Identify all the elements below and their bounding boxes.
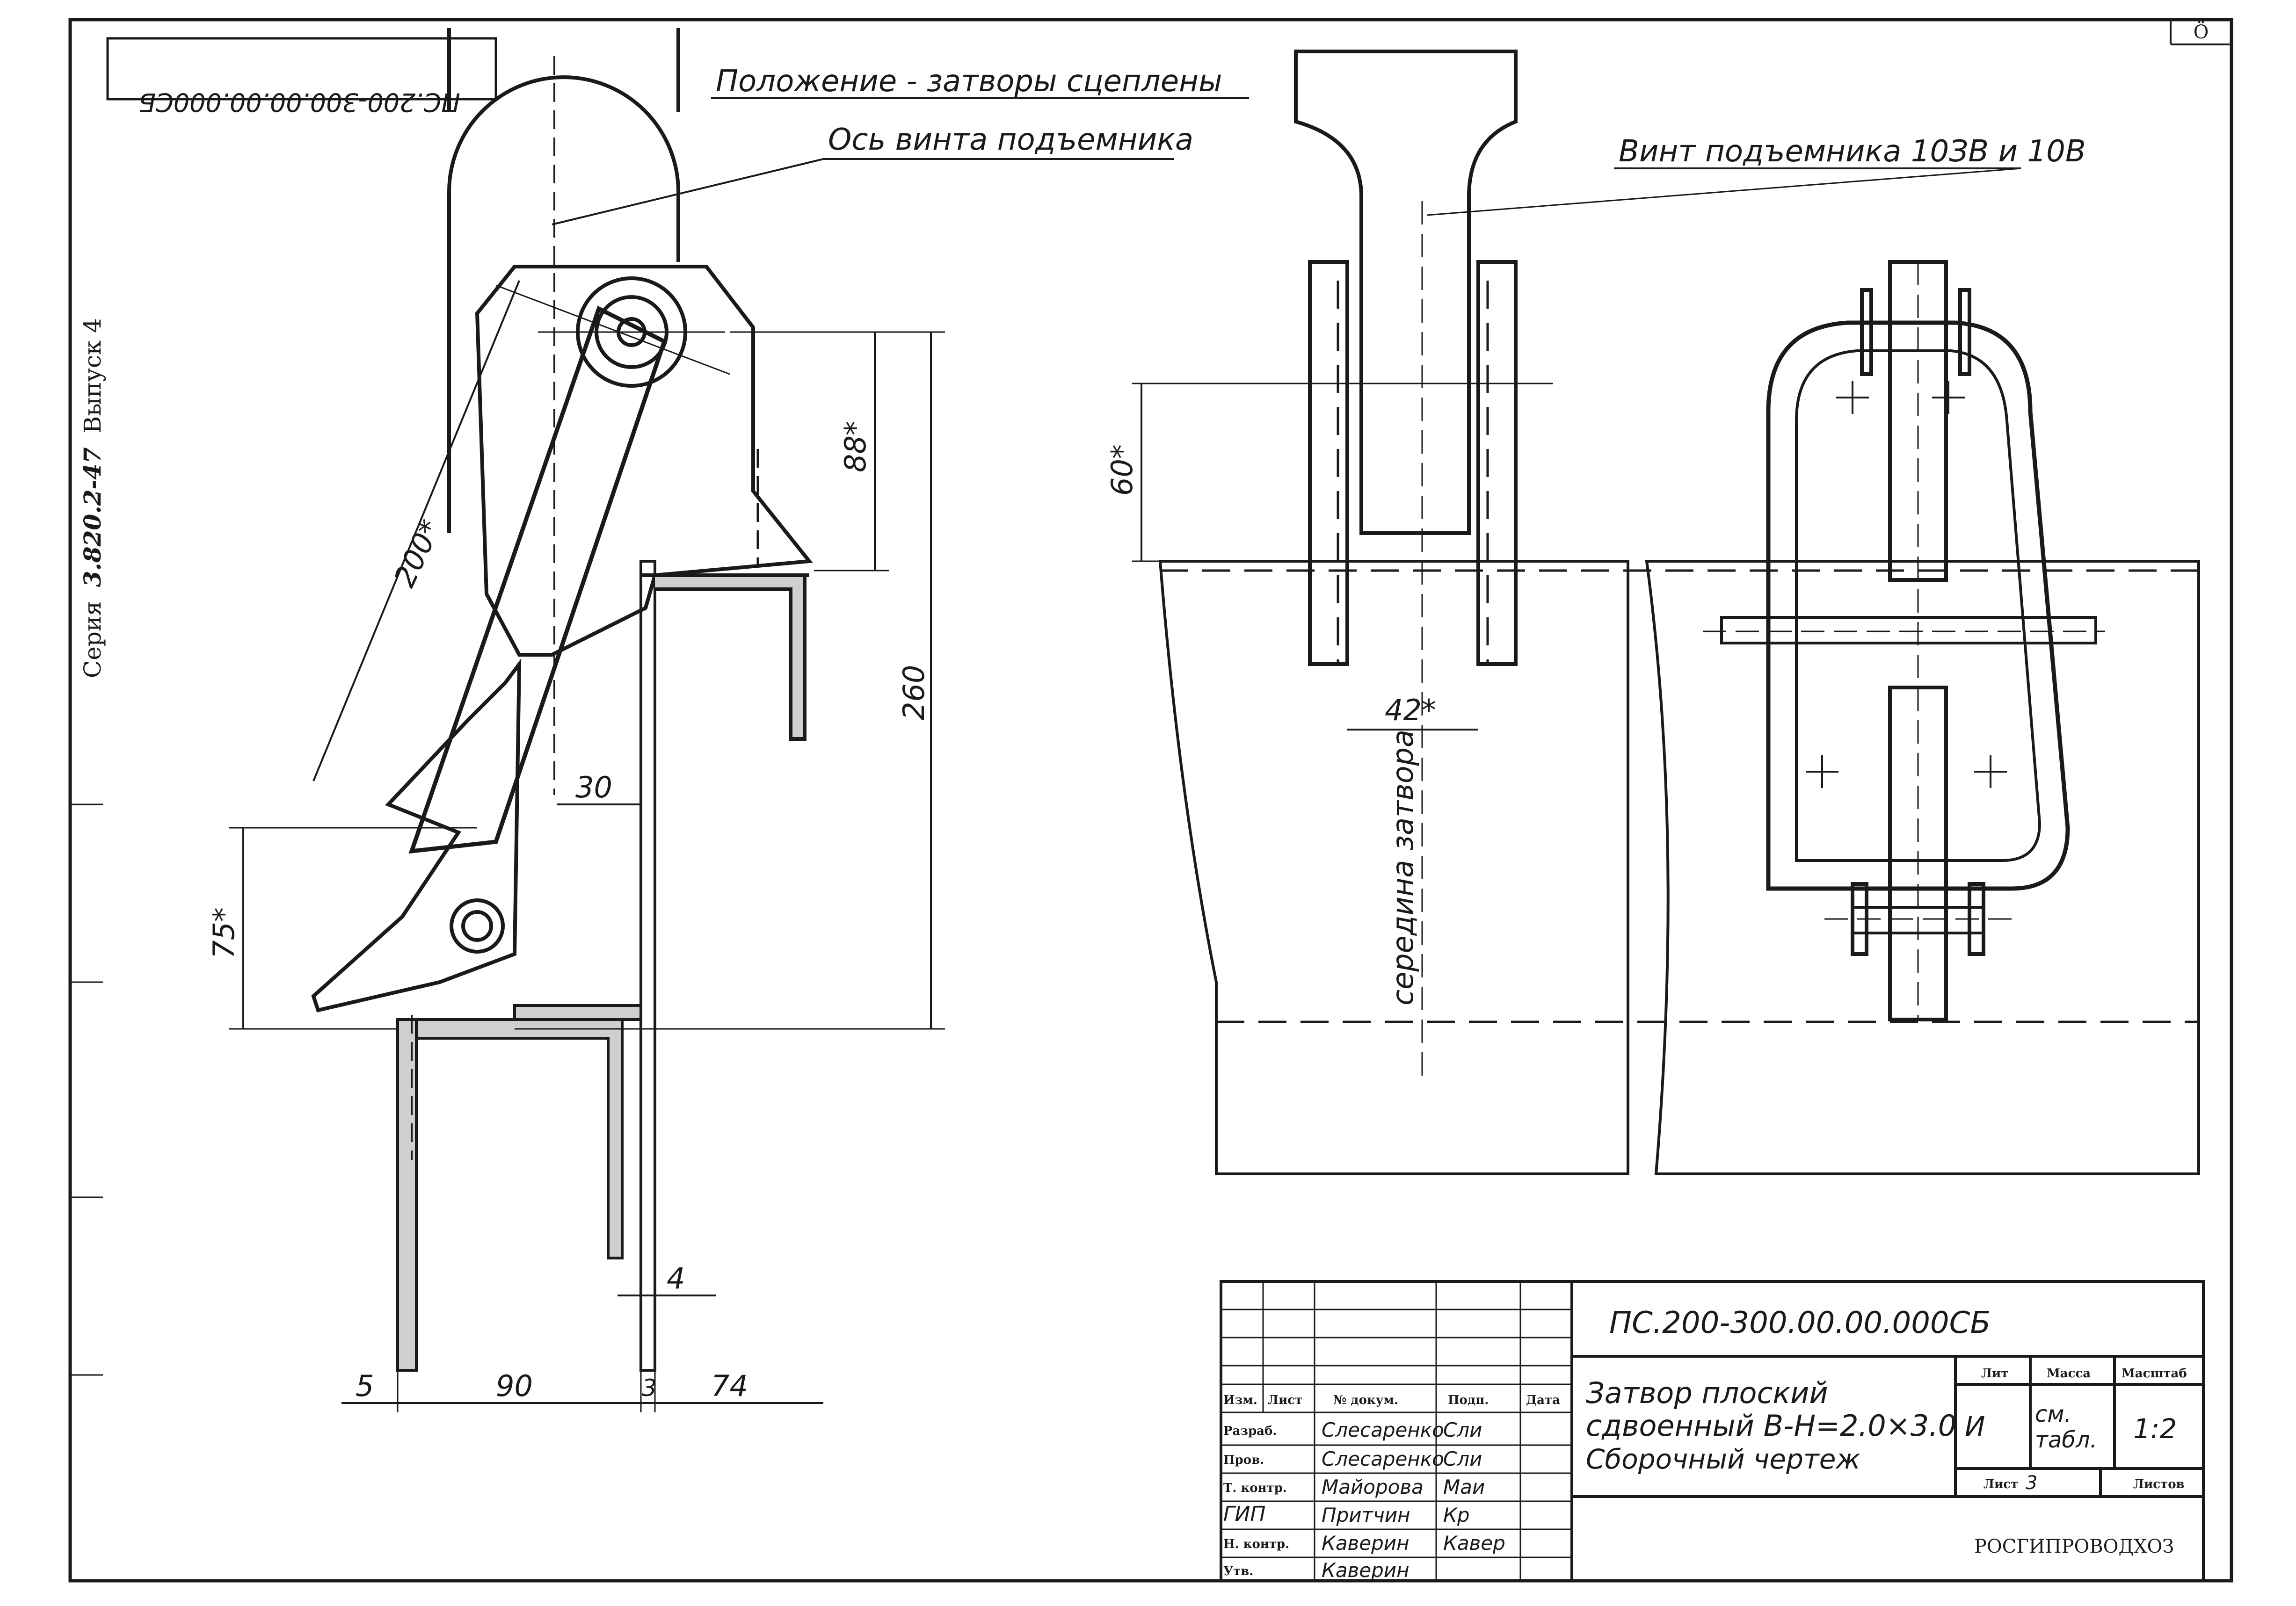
- tb-name-5: Каверин: [1322, 1559, 1410, 1582]
- left-dimensions: [229, 280, 945, 1412]
- tb-sign-1: Сли: [1443, 1447, 1482, 1470]
- series-note: Серия 3.820.2-47 Выпуск 4: [79, 318, 106, 678]
- left-view: [311, 28, 813, 1372]
- dim-42: 42*: [1385, 693, 1436, 727]
- stirrup-marks: [1806, 381, 2007, 788]
- label-axis: Ось винта подъемника: [828, 123, 1193, 157]
- tb-lit-header: Лит: [1981, 1367, 2008, 1381]
- label-screw: Винт подъемника 10ЗВ и 10В: [1619, 134, 2086, 169]
- tb-col-doc: № докум.: [1333, 1393, 1398, 1407]
- tb-name-0: Слесаренко: [1322, 1418, 1444, 1441]
- tb-sheet-label: Лист: [1984, 1477, 2018, 1491]
- left-dimension-labels: 200* 88* 260 30 75* 4 5 90 3 74: [207, 421, 931, 1403]
- tb-sign-4: Кавер: [1443, 1532, 1505, 1555]
- tb-code: ПС.200-300.00.00.000СБ: [1609, 1306, 1991, 1340]
- dim-88: 88*: [838, 421, 872, 472]
- tb-col-list: Лист: [1268, 1393, 1302, 1407]
- tb-col-izm: Изм.: [1223, 1393, 1257, 1407]
- dim-200: 200*: [387, 514, 447, 592]
- rotated-code: ПС.200-300.00.00.000СБ: [138, 87, 460, 117]
- dim-75: 75*: [207, 907, 241, 959]
- dim-4: 4: [667, 1261, 685, 1295]
- right-dashes: [1160, 201, 2199, 1076]
- right-dimensions: [1132, 167, 2021, 731]
- dim-60: 60*: [1105, 444, 1139, 496]
- tb-sheets-label: Листов: [2133, 1477, 2185, 1491]
- sheet-frame: Ö: [68, 18, 2233, 1583]
- tb-scale-header: Масштаб: [2122, 1367, 2187, 1381]
- dim-260: 260: [897, 665, 931, 720]
- tb-role-5: Утв.: [1223, 1564, 1253, 1578]
- dim-74: 74: [711, 1369, 748, 1403]
- tb-role-3: ГИП: [1223, 1502, 1266, 1526]
- dim-3: 3: [642, 1375, 657, 1402]
- left-callouts: Положение - затворы сцеплены Ось винта п…: [552, 64, 1249, 225]
- tb-role-0: Разраб.: [1223, 1424, 1277, 1438]
- tb-org: РОСГИПРОВОДХОЗ: [1974, 1536, 2174, 1557]
- tb-role-1: Пров.: [1223, 1453, 1264, 1467]
- title-block: Изм. Лист № докум. Подп. Дата Разраб. Пр…: [1220, 1280, 2205, 1582]
- dim-30: 30: [575, 770, 612, 804]
- tb-name-2: Майорова: [1322, 1476, 1424, 1498]
- tb-mass-value-2: табл.: [2035, 1427, 2097, 1453]
- right-callouts: Винт подъемника 10ЗВ и 10В середина затв…: [1386, 134, 2086, 1006]
- right-view: [1158, 50, 2200, 1175]
- corner-mark: Ö: [2194, 21, 2209, 43]
- svg-text:Серия 3.820.2-47 В: Серия 3.820.2-47 Выпуск 4: [79, 318, 106, 678]
- dim-90: 90: [496, 1369, 533, 1403]
- label-middle: середина затвора: [1386, 730, 1420, 1006]
- tb-col-sign: Подп.: [1448, 1393, 1489, 1407]
- dim-5: 5: [356, 1369, 374, 1403]
- tb-sign-3: Кр: [1443, 1504, 1469, 1526]
- tb-lit-value: И: [1965, 1411, 1985, 1442]
- tb-sheet-value: 3: [2026, 1472, 2037, 1494]
- tb-name-line2: сдвоенный В-Н=2.0×3.0: [1586, 1409, 1956, 1443]
- tb-col-date: Дата: [1526, 1393, 1560, 1407]
- tb-name-4: Каверин: [1322, 1532, 1410, 1555]
- tb-role-2: Т. контр.: [1223, 1481, 1287, 1495]
- tb-scale-value: 1:2: [2133, 1413, 2177, 1445]
- tb-role-4: Н. контр.: [1223, 1537, 1289, 1551]
- tb-name-3: Притчин: [1322, 1504, 1410, 1526]
- tb-mass-header: Масса: [2047, 1367, 2091, 1381]
- tb-name-line3: Сборочный чертеж: [1586, 1443, 1860, 1475]
- label-position: Положение - затворы сцеплены: [716, 64, 1222, 99]
- tb-name-line1: Затвор плоский: [1586, 1376, 1828, 1410]
- tb-sign-2: Маи: [1443, 1476, 1485, 1498]
- tb-name-1: Слесаренко: [1322, 1447, 1444, 1470]
- code-stamp-rotated: ПС.200-300.00.00.000СБ: [106, 37, 497, 117]
- right-dimension-labels: 60* 42*: [1105, 444, 1436, 727]
- tb-mass-value-1: см.: [2035, 1401, 2071, 1427]
- tb-sign-0: Сли: [1443, 1418, 1482, 1441]
